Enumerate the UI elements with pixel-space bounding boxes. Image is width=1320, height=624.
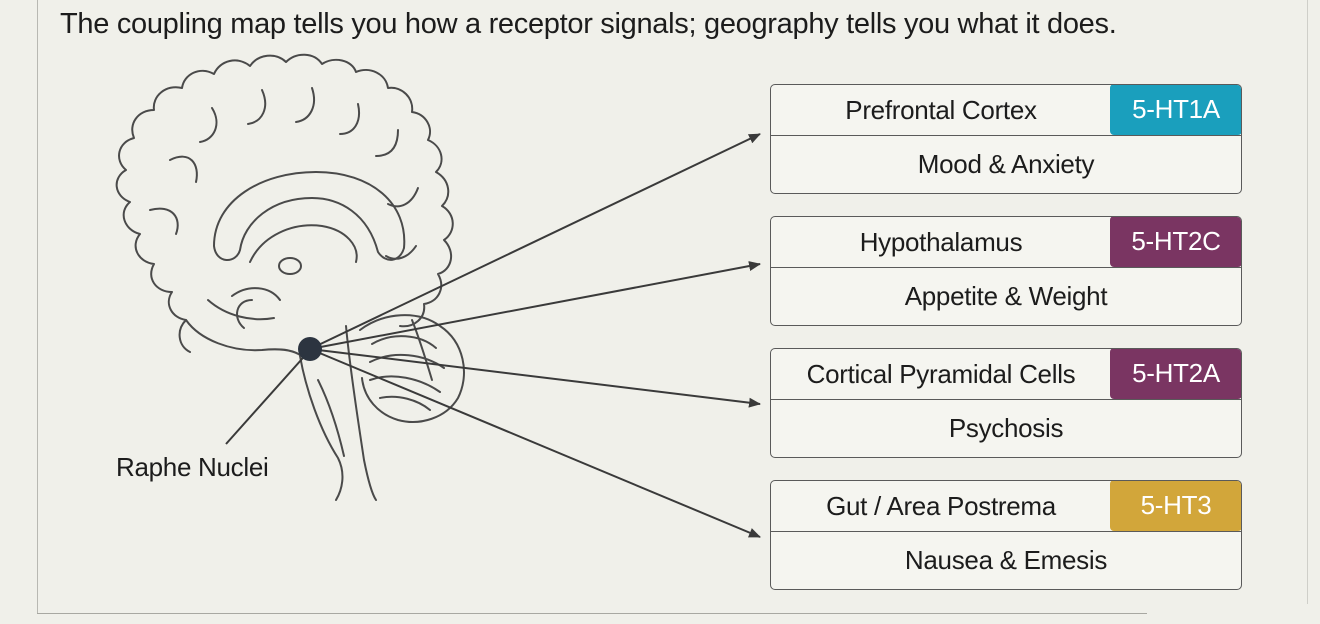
target-card-prefrontal-cortex: Prefrontal Cortex 5-HT1A Mood & Anxiety bbox=[770, 84, 1242, 194]
region-label: Gut / Area Postrema bbox=[826, 491, 1056, 521]
target-card-cortical-pyramidal-cells: Cortical Pyramidal Cells 5-HT2A Psychosi… bbox=[770, 348, 1242, 458]
frame-bottom-border bbox=[37, 613, 1147, 614]
raphe-nuclei-label: Raphe Nuclei bbox=[116, 452, 269, 482]
target-card-hypothalamus: Hypothalamus 5-HT2C Appetite & Weight bbox=[770, 216, 1242, 326]
region-label: Cortical Pyramidal Cells bbox=[806, 359, 1076, 389]
target-card-gut-area-postrema: Gut / Area Postrema 5-HT3 Nausea & Emesi… bbox=[770, 480, 1242, 590]
effect-label: Mood & Anxiety bbox=[917, 149, 1095, 179]
raphe-nuclei-node bbox=[298, 337, 322, 361]
effect-label: Nausea & Emesis bbox=[904, 545, 1108, 575]
arrow-to-hypothalamus bbox=[309, 261, 761, 350]
raphe-label-leader-line bbox=[225, 349, 311, 445]
receptor-badge-5ht2c: 5-HT2C bbox=[1110, 217, 1241, 267]
receptor-badge-5ht3: 5-HT3 bbox=[1110, 481, 1241, 531]
headline: The coupling map tells you how a recepto… bbox=[60, 8, 1117, 40]
frame-right-border bbox=[1307, 0, 1308, 604]
region-label: Prefrontal Cortex bbox=[845, 95, 1037, 125]
brain-outline-icon bbox=[115, 53, 465, 501]
frame-left-border bbox=[37, 0, 38, 614]
effect-label: Appetite & Weight bbox=[904, 281, 1108, 311]
receptor-badge-5ht1a: 5-HT1A bbox=[1110, 85, 1241, 135]
arrow-to-prefrontal-cortex bbox=[309, 133, 761, 350]
region-label: Hypothalamus bbox=[859, 227, 1023, 257]
effect-label: Psychosis bbox=[948, 413, 1064, 443]
arrow-to-gut-area-postrema bbox=[309, 348, 761, 538]
projection-lines bbox=[309, 133, 761, 538]
receptor-badge-5ht2a: 5-HT2A bbox=[1110, 349, 1241, 399]
arrow-to-cortical-pyramidal-cells bbox=[309, 348, 761, 408]
